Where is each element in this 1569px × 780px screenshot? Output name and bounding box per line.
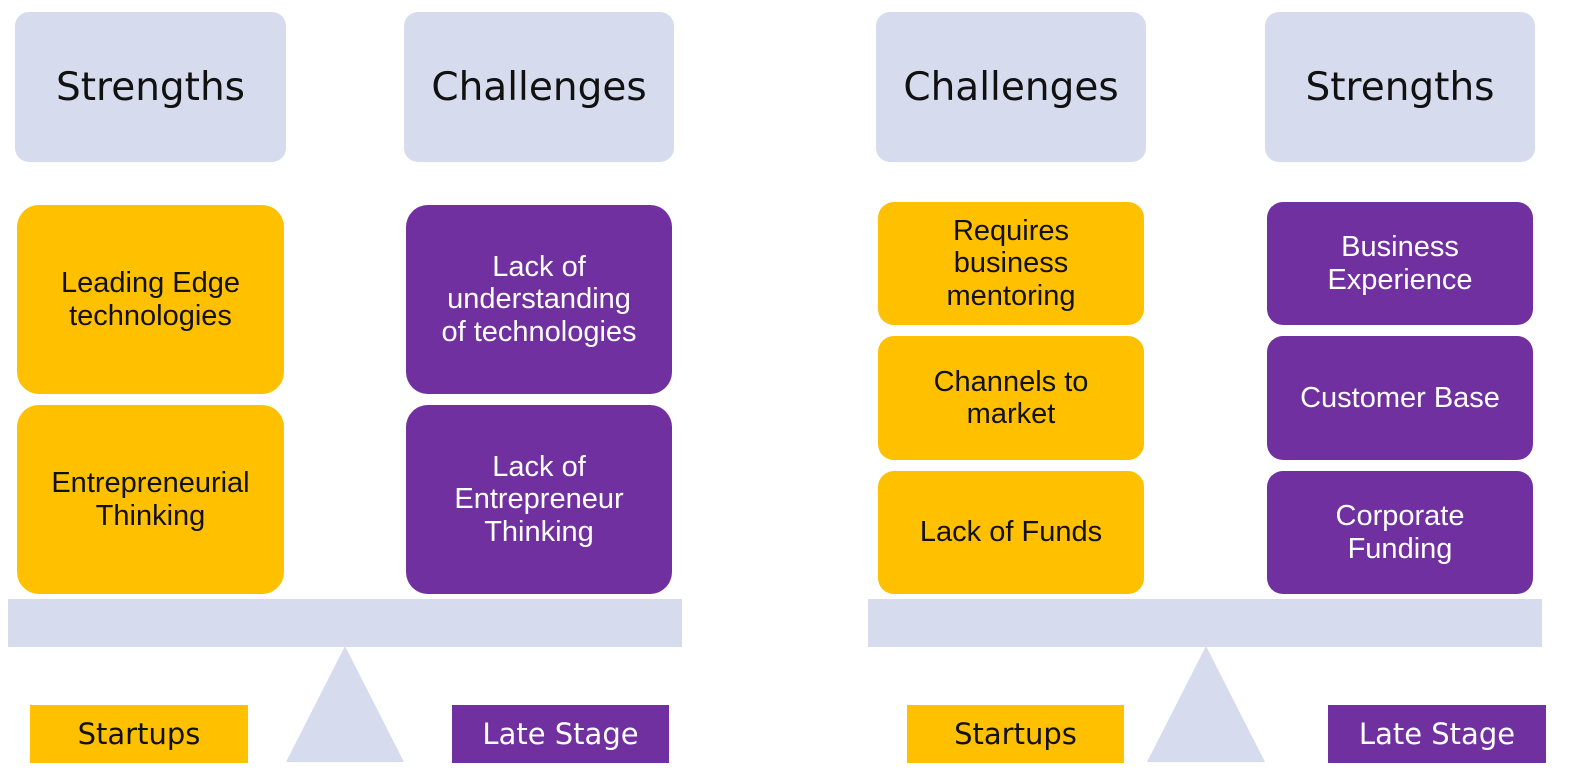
right-scale-beam [868, 599, 1542, 647]
right-scale-fulcrum [1147, 646, 1265, 762]
right-scale-late-stage-strength-card: Business Experience [1267, 202, 1533, 325]
left-scale-late-stage-challenge-card: Lack of understanding of technologies [406, 205, 672, 394]
left-scale-startup-strength-card: Entrepreneurial Thinking [17, 405, 284, 594]
left-scale-header-challenges: Challenges [404, 12, 674, 162]
left-scale-startups-label: Startups [30, 705, 248, 763]
left-scale-startup-strength-card: Leading Edge technologies [17, 205, 284, 394]
left-scale-beam [8, 599, 682, 647]
right-scale-late-stage-label: Late Stage [1328, 705, 1546, 763]
right-scale-startup-challenge-card: Channels to market [878, 336, 1144, 460]
right-scale-header-challenges: Challenges [876, 12, 1146, 162]
right-scale-header-strengths: Strengths [1265, 12, 1535, 162]
left-scale-late-stage-challenge-card: Lack of Entrepreneur Thinking [406, 405, 672, 594]
right-scale-startups-label: Startups [907, 705, 1124, 763]
left-scale-late-stage-label: Late Stage [452, 705, 669, 763]
right-scale-late-stage-strength-card: Corporate Funding [1267, 471, 1533, 594]
right-scale-startup-challenge-card: Requires business mentoring [878, 202, 1144, 325]
left-scale-fulcrum [286, 646, 404, 762]
left-scale-header-strengths: Strengths [15, 12, 286, 162]
right-scale-startup-challenge-card: Lack of Funds [878, 471, 1144, 594]
right-scale-late-stage-strength-card: Customer Base [1267, 336, 1533, 460]
